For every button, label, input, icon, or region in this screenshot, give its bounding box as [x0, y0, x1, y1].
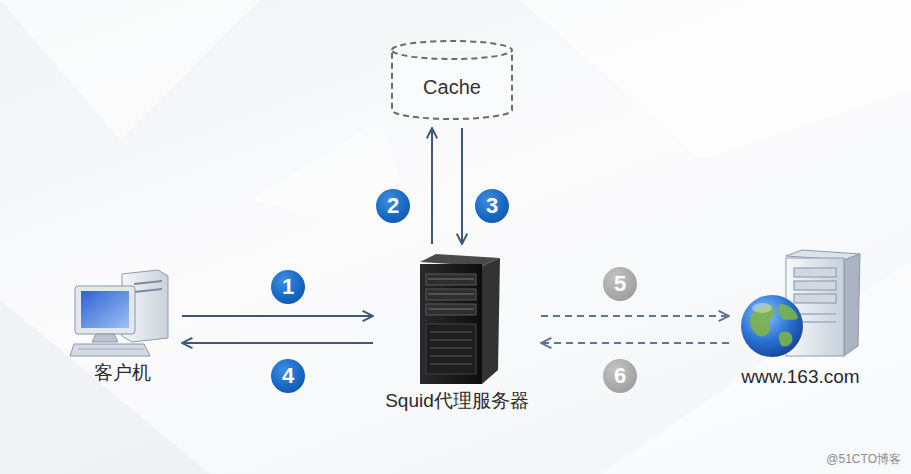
solid-arrow: [182, 342, 373, 344]
callout-number-text: 4: [282, 365, 294, 387]
node-label: Cache: [423, 75, 481, 99]
dashed-arrow: [541, 315, 729, 317]
client-computer: 客户机: [70, 268, 174, 385]
proxy-server: Squid代理服务器: [381, 252, 533, 413]
node-label: 客户机: [94, 362, 151, 385]
proxy-server-icon: [412, 252, 502, 386]
client-computer-icon: [70, 268, 174, 358]
web-server: www.163.com: [737, 248, 864, 389]
dashed-arrow: [541, 342, 729, 344]
callout-number-text: 6: [614, 365, 626, 387]
callout-number: 1: [271, 270, 305, 304]
callout-number: 5: [603, 267, 637, 301]
solid-arrow: [461, 128, 463, 244]
cache-outline-path: [392, 41, 512, 119]
web-server-icon: [738, 248, 864, 362]
watermark: @51CTO博客: [826, 451, 901, 468]
callout-number-text: 2: [387, 195, 399, 217]
cache-cylinder: Cache: [390, 40, 514, 120]
node-label: www.163.com: [741, 366, 859, 389]
callout-number-text: 3: [486, 195, 498, 217]
callout-number-text: 5: [614, 273, 626, 295]
solid-arrow: [182, 315, 373, 317]
callout-number: 3: [475, 189, 509, 223]
node-label: Squid代理服务器: [385, 390, 529, 413]
callout-number: 4: [271, 359, 305, 393]
solid-arrow: [431, 128, 433, 244]
callout-number: 2: [376, 189, 410, 223]
callout-number-text: 1: [282, 276, 294, 298]
callout-number: 6: [603, 359, 637, 393]
